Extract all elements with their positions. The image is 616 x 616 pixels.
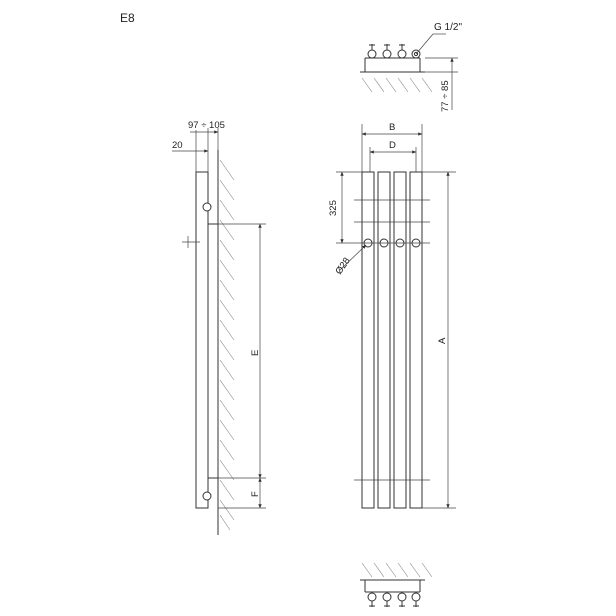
bottom-view [360, 562, 433, 607]
connection-height-label: 325 [328, 200, 339, 216]
top-valves [367, 44, 421, 59]
side-bottom-connector [202, 491, 212, 501]
connector-depth-label: 77 ÷ 85 [440, 80, 451, 112]
height-a-label: A [437, 337, 448, 344]
tube-4 [409, 171, 423, 509]
front-view: B D 325 Ø28 A [328, 122, 456, 509]
tube-2 [377, 171, 391, 509]
offset-label: 20 [172, 140, 183, 151]
side-wall-hatch [217, 150, 235, 535]
model-code: E8 [120, 11, 135, 25]
width-d-label: D [389, 140, 396, 151]
side-top-connector [202, 202, 212, 212]
diameter-label: Ø28 [333, 256, 352, 277]
top-view: G 1/2" 77 ÷ 85 [360, 22, 462, 112]
bottom-valves [367, 592, 421, 607]
height-f-label: F [250, 491, 261, 497]
tube-3 [393, 171, 407, 509]
side-view: 97 ÷ 105 20 E F [172, 120, 266, 535]
wall-distance-label: 97 ÷ 105 [188, 120, 225, 131]
top-wall-hatch [361, 77, 433, 93]
thread-label: G 1/2" [434, 22, 462, 33]
tube-1 [361, 171, 375, 509]
width-b-label: B [389, 122, 395, 133]
bottom-wall-hatch [361, 562, 433, 578]
radiator-side-body [195, 171, 209, 509]
height-e-label: E [250, 350, 261, 356]
